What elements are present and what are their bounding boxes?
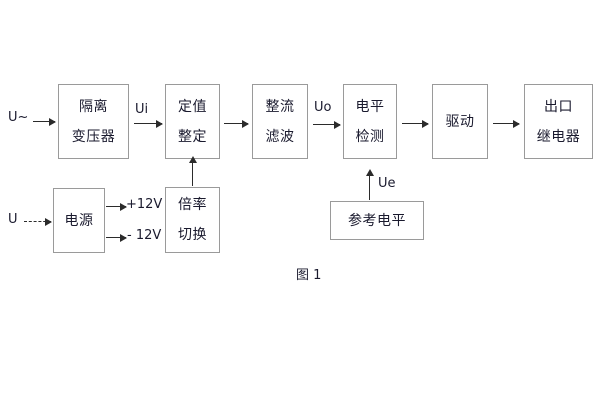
signal-ui-label: Ui — [135, 102, 149, 117]
block-multiplier-switch: 倍率 切换 — [165, 187, 220, 253]
block-setting-value-line-2: 整定 — [178, 128, 207, 145]
arrow-multiplier-switch-to-setting-value — [188, 156, 197, 186]
block-output-relay: 出口 继电器 — [524, 84, 593, 159]
block-rectifier-filter-line-2: 滤波 — [265, 128, 295, 145]
arrow-rectifier-filter-to-level-detection — [313, 120, 341, 129]
block-output-relay-line-1: 出口 — [544, 98, 573, 115]
block-setting-value-line-1: 定值 — [178, 98, 207, 115]
block-multiplier-switch-line-2: 切换 — [178, 227, 207, 243]
input-ac-label: U~ — [8, 110, 29, 125]
signal-uo-label: Uo — [314, 100, 332, 115]
arrow-power-supply-negative-rail — [106, 233, 127, 242]
block-power-supply: 电源 — [53, 188, 105, 253]
block-level-detection-line-1: 电平 — [355, 98, 385, 115]
block-setting-value: 定值 整定 — [165, 84, 220, 159]
arrow-input-to-isolation-transformer — [33, 117, 56, 126]
arrow-power-supply-positive-rail — [106, 202, 127, 211]
arrow-input-to-power-supply — [24, 218, 52, 226]
block-drive: 驱动 — [432, 84, 488, 159]
block-level-detection: 电平 检测 — [343, 84, 397, 159]
block-reference-level: 参考电平 — [330, 201, 424, 240]
arrow-isolation-transformer-to-setting-value — [134, 119, 163, 128]
block-rectifier-filter: 整流 滤波 — [252, 84, 308, 159]
block-multiplier-switch-line-1: 倍率 — [178, 197, 207, 213]
block-power-supply-line-1: 电源 — [64, 212, 94, 229]
arrow-level-detection-to-drive — [402, 119, 429, 128]
block-isolation-transformer: 隔离 变压器 — [58, 84, 129, 159]
arrow-setting-value-to-rectifier-filter — [224, 119, 249, 128]
input-power-label: U — [8, 212, 18, 227]
rail-positive-label: +12V — [126, 197, 163, 212]
block-level-detection-line-2: 检测 — [355, 128, 385, 145]
block-rectifier-filter-line-1: 整流 — [265, 98, 295, 115]
block-output-relay-line-2: 继电器 — [536, 128, 581, 145]
arrow-drive-to-output-relay — [493, 119, 520, 128]
block-isolation-transformer-line-2: 变压器 — [71, 128, 116, 145]
figure-caption: 图 1 — [296, 268, 322, 283]
block-reference-level-line-1: 参考电平 — [348, 212, 406, 229]
block-drive-line-1: 驱动 — [445, 113, 475, 130]
signal-ue-label: Ue — [378, 176, 396, 191]
arrow-reference-level-to-level-detection — [365, 169, 374, 200]
rail-negative-label: - 12V — [127, 228, 162, 243]
block-isolation-transformer-line-1: 隔离 — [79, 98, 108, 115]
